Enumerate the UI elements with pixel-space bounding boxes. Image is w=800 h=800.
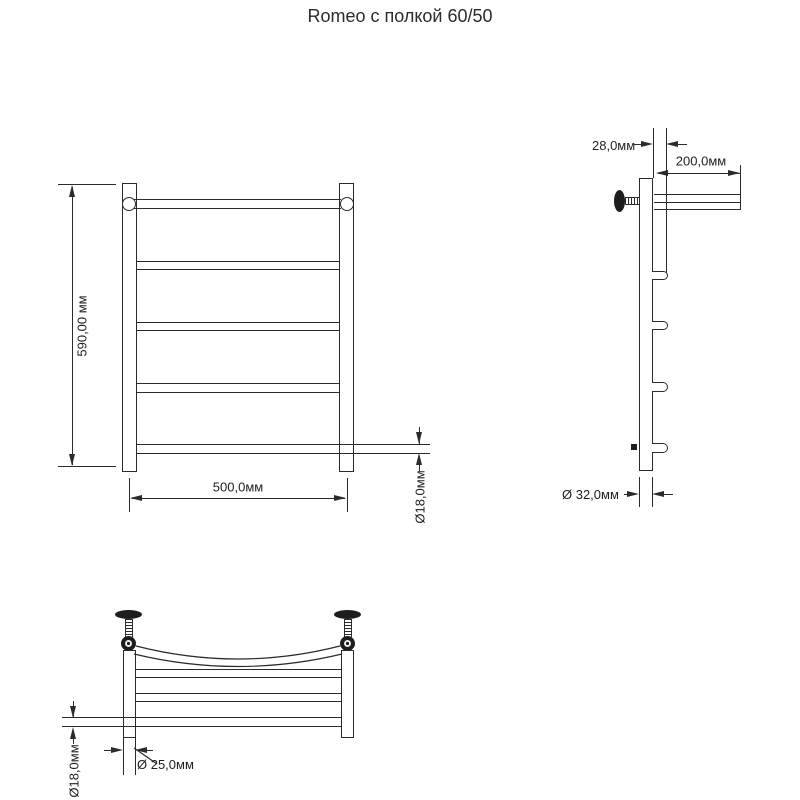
shelf-end-line	[740, 165, 741, 210]
arrow-up-icon	[69, 185, 75, 197]
dim-line	[73, 739, 74, 744]
dim-line	[104, 750, 112, 751]
front-rail-2	[136, 261, 340, 270]
shelf-line	[654, 194, 740, 195]
arrow-left-icon	[666, 141, 678, 147]
arrow-down-icon	[70, 706, 76, 718]
arrow-left-icon	[652, 491, 664, 497]
arrow-down-icon	[69, 454, 75, 466]
shelf-line	[654, 209, 740, 210]
wall-bracket-disc	[115, 610, 142, 619]
dim-line	[624, 494, 629, 495]
wall-bracket-stem	[344, 619, 352, 637]
top-right-post	[341, 650, 354, 738]
wall-bracket-stem	[625, 197, 639, 205]
top-post-diameter-label: Ø 25,0мм	[137, 757, 194, 772]
side-post-diameter-label: Ø 32,0мм	[562, 487, 619, 502]
side-rung-stub-4	[652, 443, 668, 453]
front-rail-4	[136, 383, 340, 393]
ext-line	[135, 738, 136, 775]
top-rail-pair-1	[135, 669, 341, 678]
dim-line	[419, 465, 420, 471]
front-top-rail	[134, 199, 341, 209]
ext-line	[129, 478, 130, 512]
ball-joint-core	[125, 640, 132, 647]
front-rail-5	[136, 444, 430, 454]
side-rung-stub-2	[652, 321, 668, 330]
wall-bracket-stem	[125, 619, 133, 637]
arrow-right-icon	[728, 170, 740, 176]
ext-line	[58, 466, 116, 467]
ext-line	[639, 477, 640, 507]
dim-line	[678, 144, 687, 145]
arrow-left-icon	[130, 495, 142, 501]
top-tube-diameter-label: Ø18,0мм	[66, 744, 82, 798]
arrow-right-icon	[627, 491, 639, 497]
dim-line	[658, 173, 740, 174]
arrow-left-icon	[656, 170, 668, 176]
side-rung-stub-3	[652, 382, 668, 392]
ext-line	[347, 478, 348, 512]
ball-joint-core	[344, 640, 351, 647]
arrow-up-icon	[416, 453, 422, 465]
dim-line	[634, 144, 643, 145]
front-right-ball-joint	[340, 197, 354, 211]
ext-line	[123, 738, 124, 775]
side-shelf-depth-label: 200,0мм	[675, 153, 727, 169]
riser-line	[653, 128, 654, 178]
front-right-post	[339, 183, 354, 472]
wall-anchor-mark	[631, 444, 637, 450]
wall-bracket-disc	[334, 610, 361, 619]
dim-line	[664, 494, 673, 495]
dim-line	[72, 187, 73, 465]
side-rung-stub-1	[652, 271, 668, 280]
side-post	[639, 178, 653, 471]
front-left-ball-joint	[122, 197, 136, 211]
front-rail-3	[136, 322, 340, 331]
arrow-left-icon	[135, 747, 147, 753]
dim-line	[132, 498, 345, 499]
top-left-post	[123, 650, 136, 738]
wall-bracket-disc	[614, 190, 625, 212]
arrow-right-icon	[334, 495, 346, 501]
arrow-up-icon	[70, 727, 76, 739]
top-rail-pair-2	[135, 693, 341, 702]
riser-line	[666, 128, 667, 273]
dim-line	[147, 750, 153, 751]
front-width-label: 500,0мм	[212, 479, 264, 495]
arrow-down-icon	[416, 432, 422, 444]
front-left-post	[122, 183, 137, 472]
arrow-right-icon	[641, 141, 653, 147]
drawing-title: Romeo с полкой 60/50	[307, 6, 493, 26]
ext-line	[58, 184, 116, 185]
shelf-line	[654, 202, 740, 203]
front-height-label: 590,00 мм	[74, 295, 90, 357]
front-tube-diameter-label: Ø18,0мм	[412, 470, 428, 524]
top-rail-pair-3	[62, 717, 341, 727]
arrow-right-icon	[111, 747, 123, 753]
side-wall-offset-label: 28,0мм	[592, 138, 636, 153]
